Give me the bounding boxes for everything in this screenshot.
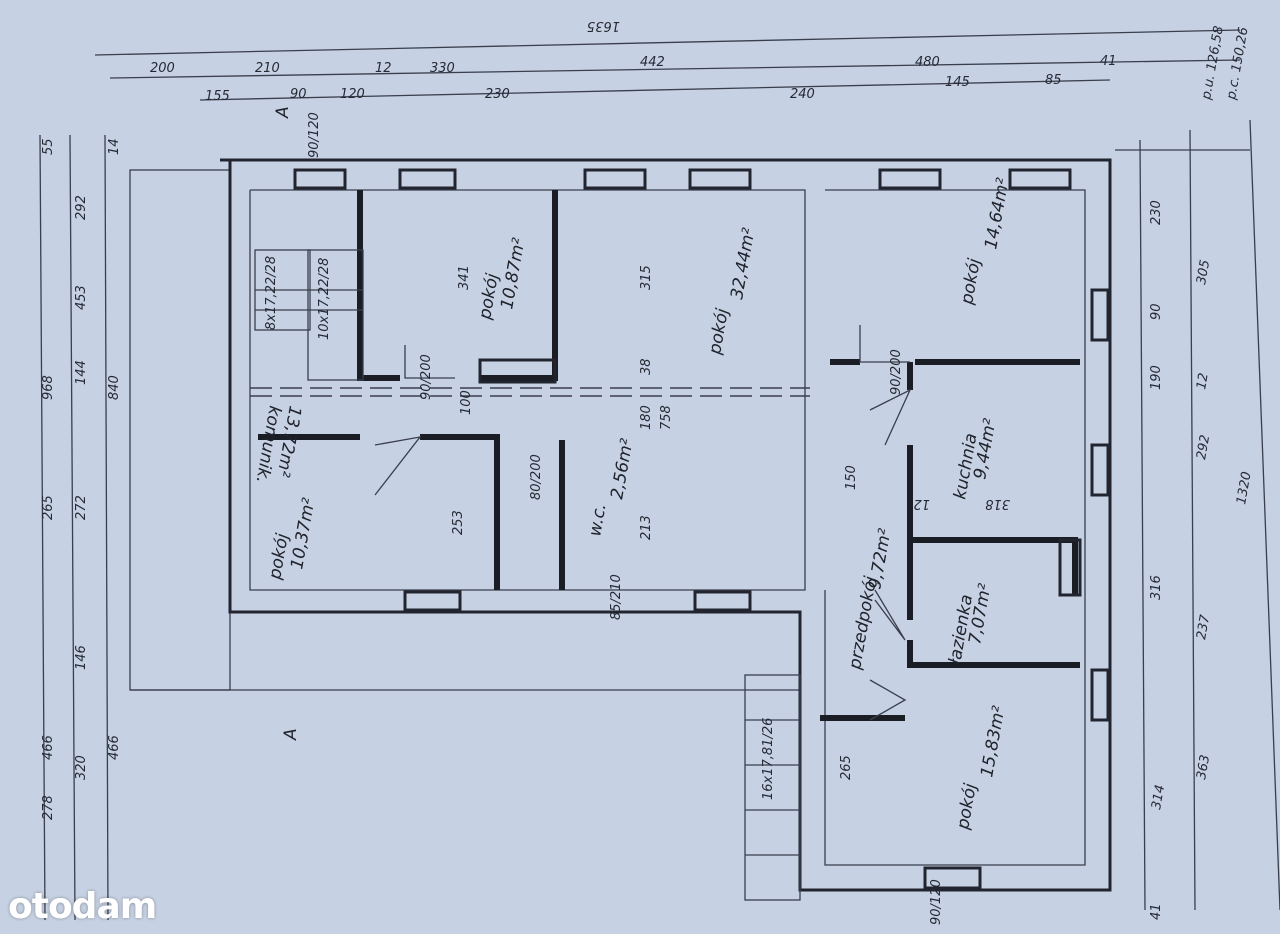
room-name: pokój [953, 782, 981, 832]
svg-text:100: 100 [459, 390, 474, 415]
svg-text:363: 363 [1194, 754, 1213, 781]
svg-text:237: 237 [1194, 613, 1213, 641]
room-area: 14,64m² [981, 176, 1013, 251]
svg-text:240: 240 [790, 87, 815, 102]
room-labels: pokój 10,87m² pokój 32,44m² pokój 14,64m… [251, 176, 1013, 832]
svg-text:80/200: 80/200 [529, 454, 544, 500]
doors [374, 325, 912, 721]
svg-text:341: 341 [457, 265, 472, 290]
svg-text:8x17,22/28: 8x17,22/28 [264, 256, 279, 330]
dimension-lines [39, 29, 1280, 921]
svg-text:320: 320 [74, 755, 89, 780]
interior-walls [250, 190, 1082, 721]
svg-text:265: 265 [839, 755, 854, 780]
svg-text:16x17,81/26: 16x17,81/26 [761, 718, 776, 800]
svg-text:90/120: 90/120 [307, 112, 322, 158]
svg-text:90: 90 [1149, 303, 1164, 320]
room-area: 10,87m² [497, 236, 529, 311]
room-area: 32,44m² [727, 226, 759, 301]
svg-text:453: 453 [74, 285, 89, 310]
usable-area: p.u. 126,58 [1199, 25, 1227, 102]
svg-text:12: 12 [913, 496, 930, 511]
dims-left: 968 840 466 466 453 265 272 292 144 146 … [41, 138, 122, 820]
svg-text:10x17,22/28: 10x17,22/28 [317, 258, 332, 340]
svg-text:292: 292 [1194, 434, 1213, 461]
svg-text:265: 265 [41, 495, 56, 520]
svg-text:466: 466 [107, 735, 122, 760]
section-mark: A [281, 728, 301, 741]
svg-text:305: 305 [1194, 259, 1213, 286]
svg-text:315: 315 [639, 265, 654, 290]
room-area: 7,07m² [965, 582, 995, 646]
room-area: 2,56m² [607, 437, 637, 501]
svg-text:1320: 1320 [1234, 470, 1255, 505]
stair-labels: 8x17,22/28 10x17,22/28 16x17,81/26 [264, 256, 776, 800]
svg-text:758: 758 [659, 405, 674, 430]
svg-text:12: 12 [1194, 372, 1212, 391]
dims-top: 1635 200 210 330 442 240 480 155 90 120 … [150, 18, 1117, 104]
dims-right: 1320 230 305 190 292 316 237 363 314 41 … [1149, 200, 1255, 920]
svg-text:90/120: 90/120 [929, 879, 944, 925]
svg-text:55: 55 [41, 138, 56, 155]
room-area: 9,72m² [865, 527, 895, 591]
room-area: 15,83m² [977, 704, 1009, 779]
svg-text:480: 480 [915, 55, 940, 70]
opening-dims: 90/120 90/200 80/200 90/200 85/210 90/12… [307, 112, 944, 925]
svg-text:145: 145 [945, 75, 970, 90]
svg-text:150: 150 [844, 465, 859, 490]
svg-text:41: 41 [1100, 54, 1117, 69]
svg-text:14: 14 [107, 138, 122, 155]
svg-text:213: 213 [639, 515, 654, 540]
svg-text:90/200: 90/200 [889, 349, 904, 395]
svg-text:442: 442 [640, 55, 665, 70]
svg-text:200: 200 [150, 61, 175, 76]
terrace [129, 169, 231, 691]
room-area: 10,37m² [287, 496, 319, 571]
svg-text:1635: 1635 [587, 18, 620, 33]
total-area: p.c. 150,26 [1224, 26, 1252, 102]
svg-text:466: 466 [41, 735, 56, 760]
svg-text:146: 146 [74, 645, 89, 670]
svg-text:85: 85 [1045, 73, 1062, 88]
svg-text:190: 190 [1149, 365, 1164, 390]
svg-text:144: 144 [74, 360, 89, 385]
svg-text:968: 968 [41, 375, 56, 400]
svg-text:278: 278 [41, 795, 56, 820]
svg-text:316: 316 [1149, 575, 1164, 600]
svg-text:318: 318 [985, 496, 1010, 511]
svg-text:272: 272 [74, 495, 89, 520]
svg-text:840: 840 [107, 375, 122, 400]
svg-text:12: 12 [375, 61, 392, 76]
otodam-watermark: otodam [8, 886, 157, 927]
svg-text:85/210: 85/210 [609, 574, 624, 620]
svg-text:292: 292 [74, 195, 89, 220]
svg-text:155: 155 [205, 89, 230, 104]
svg-text:230: 230 [485, 87, 510, 102]
svg-text:90/200: 90/200 [419, 354, 434, 400]
svg-text:314: 314 [1149, 784, 1168, 811]
svg-text:120: 120 [340, 87, 365, 102]
stairs [254, 249, 801, 901]
room-name: pokój [705, 307, 733, 357]
svg-text:210: 210 [255, 61, 280, 76]
svg-text:180: 180 [639, 405, 654, 430]
room-name: w.c. [585, 502, 610, 538]
room-area: 9,44m² [970, 417, 1000, 481]
windows [293, 168, 1110, 890]
svg-text:253: 253 [451, 510, 466, 535]
svg-text:41: 41 [1149, 903, 1164, 920]
room-name: pokój [957, 257, 985, 307]
dims-inner: 341 315 253 213 180 758 38 100 265 318 1… [451, 265, 1010, 780]
svg-text:38: 38 [639, 358, 654, 375]
svg-text:230: 230 [1149, 200, 1164, 225]
svg-text:90: 90 [290, 87, 307, 102]
svg-text:330: 330 [430, 61, 455, 76]
section-mark: A [273, 106, 293, 119]
